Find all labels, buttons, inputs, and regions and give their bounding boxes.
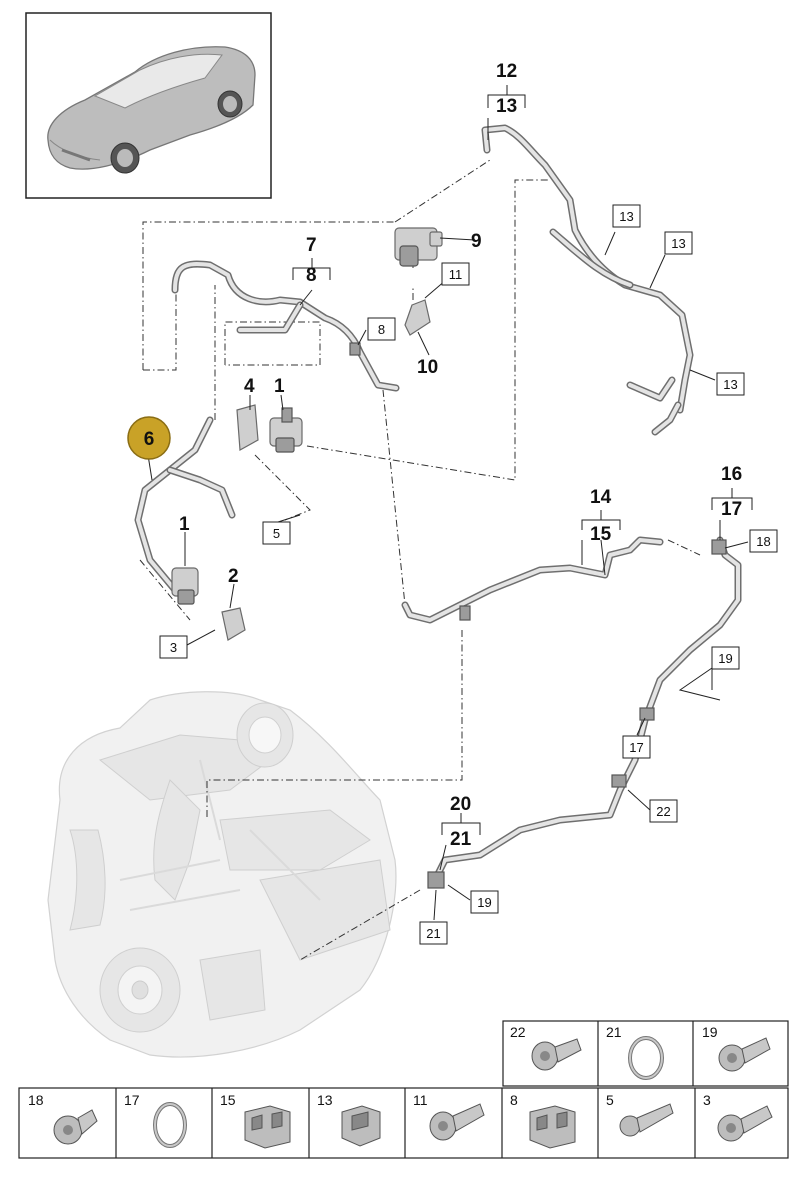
svg-text:8: 8 — [510, 1092, 518, 1108]
svg-text:11: 11 — [449, 267, 463, 282]
legend-cell-8[interactable]: 8 — [510, 1092, 576, 1149]
legend-cell-3[interactable]: 3 — [703, 1092, 773, 1142]
legend-cell-18[interactable]: 18 — [28, 1092, 98, 1145]
svg-text:22: 22 — [656, 804, 670, 819]
callout-21: 21 — [450, 829, 472, 850]
callout-7: 7 — [306, 235, 317, 256]
callout-14: 14 — [590, 487, 612, 508]
svg-text:11: 11 — [413, 1092, 428, 1108]
svg-text:21: 21 — [606, 1024, 622, 1040]
svg-text:17: 17 — [124, 1092, 140, 1108]
boxed-label-13-c[interactable]: 13 — [716, 372, 745, 396]
svg-text:21: 21 — [426, 926, 440, 941]
svg-text:19: 19 — [702, 1024, 718, 1040]
bolt-icon — [718, 1037, 771, 1072]
legend-cell-13[interactable]: 13 — [317, 1092, 381, 1147]
bolt-icon — [717, 1105, 773, 1142]
svg-text:18: 18 — [28, 1092, 44, 1108]
bolt-icon — [53, 1109, 98, 1145]
boxed-label-13-a[interactable]: 13 — [612, 204, 641, 228]
callout-numbers: 1 1 2 4 7 8 9 10 12 13 14 15 16 17 20 21 — [179, 61, 742, 850]
highlight-callout-6[interactable]: 6 — [127, 416, 171, 460]
boxed-label-19-a[interactable]: 19 — [711, 646, 740, 670]
svg-text:13: 13 — [619, 209, 633, 224]
double-clip-icon — [529, 1105, 576, 1149]
callout-9: 9 — [471, 231, 482, 252]
clip-icon — [341, 1105, 381, 1147]
legend-cell-21[interactable]: 21 — [606, 1024, 664, 1080]
callout-17: 17 — [721, 499, 742, 520]
legend-cell-19[interactable]: 19 — [702, 1024, 771, 1072]
svg-text:19: 19 — [718, 651, 732, 666]
seal-ring-icon — [628, 1036, 664, 1080]
boxed-label-22[interactable]: 22 — [649, 799, 678, 823]
callout-10: 10 — [417, 357, 438, 378]
boxed-label-11[interactable]: 11 — [441, 262, 470, 286]
svg-text:3: 3 — [703, 1092, 711, 1108]
svg-text:8: 8 — [378, 322, 385, 337]
svg-text:13: 13 — [723, 377, 737, 392]
bolt-icon — [429, 1103, 485, 1141]
valve-1-upper-part — [269, 407, 303, 453]
callout-20: 20 — [450, 794, 471, 815]
svg-text:13: 13 — [317, 1092, 333, 1108]
legend-cell-15[interactable]: 15 — [220, 1092, 291, 1149]
seal-ring-icon — [153, 1102, 187, 1148]
boxed-label-17[interactable]: 17 — [622, 735, 651, 759]
callout-4: 4 — [244, 376, 255, 397]
svg-text:5: 5 — [606, 1092, 614, 1108]
boxed-label-21[interactable]: 21 — [419, 921, 448, 945]
callout-13: 13 — [496, 96, 517, 117]
svg-text:5: 5 — [273, 526, 280, 541]
screw-icon — [619, 1103, 674, 1137]
svg-text:22: 22 — [510, 1024, 526, 1040]
legend-table: 22 21 19 18 — [18, 1020, 789, 1159]
dashed-leaders — [139, 159, 701, 961]
legend-cell-5[interactable]: 5 — [606, 1092, 674, 1137]
legend-cell-22[interactable]: 22 — [510, 1024, 582, 1071]
boxed-label-19-b[interactable]: 19 — [470, 890, 499, 914]
boxed-labels: 3 5 8 11 13 13 13 17 18 19 19 21 22 — [159, 204, 778, 945]
svg-text:13: 13 — [671, 236, 685, 251]
components — [171, 227, 727, 889]
valve-1-lower-part — [171, 567, 199, 605]
callout-2: 2 — [228, 566, 239, 587]
callout-brackets — [147, 85, 753, 921]
callout-1-lower: 1 — [179, 514, 190, 535]
engine-illustration — [47, 691, 397, 1058]
svg-text:3: 3 — [170, 640, 177, 655]
boxed-label-13-b[interactable]: 13 — [664, 231, 693, 255]
valve-9-part — [394, 227, 443, 267]
boxed-label-18[interactable]: 18 — [749, 529, 778, 553]
highlight-callout-6-label: 6 — [144, 429, 155, 450]
svg-text:15: 15 — [220, 1092, 236, 1108]
car-illustration — [47, 46, 256, 174]
svg-text:17: 17 — [629, 740, 643, 755]
car-thumbnail — [25, 12, 272, 199]
boxed-label-5[interactable]: 5 — [262, 521, 291, 545]
legend-cell-11[interactable]: 11 — [413, 1092, 485, 1141]
legend-cell-17[interactable]: 17 — [124, 1092, 187, 1148]
callout-15: 15 — [590, 524, 612, 545]
callout-1-upper: 1 — [274, 376, 285, 397]
callout-12: 12 — [496, 61, 517, 82]
boxed-label-8[interactable]: 8 — [367, 317, 396, 341]
boxed-label-3[interactable]: 3 — [159, 635, 188, 659]
double-clip-icon — [244, 1105, 291, 1149]
callout-8: 8 — [306, 265, 317, 286]
svg-text:19: 19 — [477, 895, 491, 910]
bolt-icon — [531, 1038, 582, 1071]
svg-text:18: 18 — [756, 534, 770, 549]
callout-16: 16 — [721, 464, 742, 485]
